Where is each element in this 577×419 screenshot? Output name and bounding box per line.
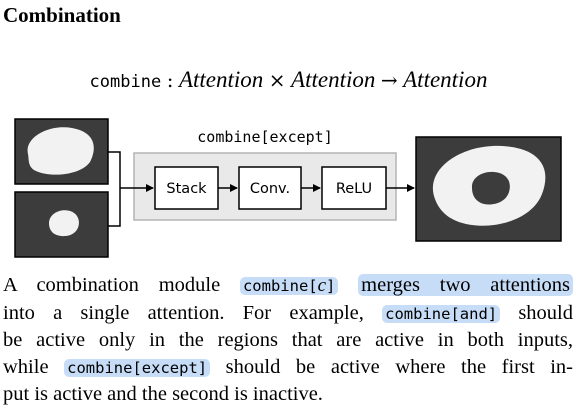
- paragraph-line-3: be active only in the regions that are a…: [3, 329, 573, 351]
- paragraph-text: should be active where the first in-: [210, 355, 573, 378]
- signature-times: ×: [268, 68, 286, 92]
- output-excluded-region: [471, 171, 510, 205]
- combine-module-diagram: combine[except] Stack Conv. ReLU: [14, 118, 562, 258]
- merge-bracket: [108, 151, 121, 227]
- signature-input-type-a: Attention: [178, 67, 264, 92]
- input-b-attention-region: [49, 210, 79, 237]
- paragraph-line-4: while combine[except] should be active w…: [3, 354, 573, 382]
- signature-output-type: Attention: [403, 67, 488, 92]
- input-b-frame: [14, 191, 109, 258]
- highlighted-phrase: merges two attentions: [358, 274, 573, 296]
- stage-conv: Conv.: [238, 166, 302, 210]
- output-attention: [415, 136, 562, 242]
- paragraph-text: A combination module: [3, 274, 240, 296]
- inline-code-combine-c: combine[c]: [239, 275, 339, 296]
- paragraph-line-1: A combination module combine[c] merges t…: [3, 272, 573, 300]
- paragraph-line-5: put is active and the second is inactive…: [3, 383, 323, 405]
- inline-code-combine-except: combine[except]: [64, 358, 211, 377]
- stage-conv-box: [238, 166, 302, 210]
- type-signature: combine : Attention × Attention → Attent…: [0, 66, 577, 96]
- stage-relu-label: ReLU: [336, 181, 372, 197]
- stage-stack-label: Stack: [166, 181, 207, 197]
- paragraph-line-2: into a single attention. For example, co…: [3, 300, 573, 328]
- inline-code-text: ]: [326, 277, 336, 295]
- inline-code-combine-and: combine[and]: [382, 304, 501, 323]
- input-attention-a: [14, 118, 109, 185]
- module-label: combine[except]: [197, 128, 332, 146]
- stage-conv-label: Conv.: [250, 181, 290, 197]
- input-attention-b: [14, 191, 109, 258]
- stage-stack: Stack: [154, 166, 219, 210]
- stage-relu-box: [321, 166, 387, 210]
- stage-relu: ReLU: [321, 166, 387, 210]
- paragraph-text: should: [500, 301, 573, 324]
- signature-arrow: →: [380, 68, 398, 92]
- section-title: Combination: [3, 3, 121, 27]
- description-paragraph: A combination module combine[c] merges t…: [3, 272, 573, 408]
- input-a-attention-region: [27, 127, 94, 175]
- stage-stack-box: [154, 166, 219, 210]
- inline-code-variable: c: [317, 275, 327, 296]
- paragraph-text: while: [3, 355, 65, 378]
- signature-input-type-b: Attention: [291, 67, 376, 92]
- paragraph-text: into a single attention. For example,: [3, 301, 383, 324]
- inline-code-text: combine[: [242, 277, 318, 295]
- signature-colon: :: [166, 68, 174, 92]
- signature-function-name: combine: [89, 72, 162, 92]
